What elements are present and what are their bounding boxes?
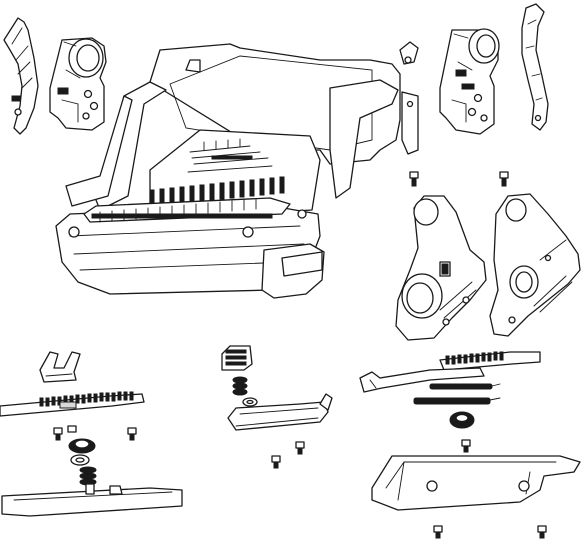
screw-icon: [409, 171, 509, 187]
left-side-bracket: [3, 17, 39, 135]
main-chassis: [55, 41, 419, 299]
right-rack-spring-assembly: [359, 351, 541, 453]
left-bushing-block: [49, 37, 107, 131]
right-hinge-plate: [489, 193, 581, 337]
left-rack-assembly: [0, 351, 183, 517]
lower-right-tray: [371, 455, 581, 539]
right-side-bracket: [521, 3, 549, 131]
center-spring-assembly: [221, 345, 333, 469]
left-hinge-plate: [395, 195, 487, 341]
right-bushing-block: [439, 28, 500, 135]
